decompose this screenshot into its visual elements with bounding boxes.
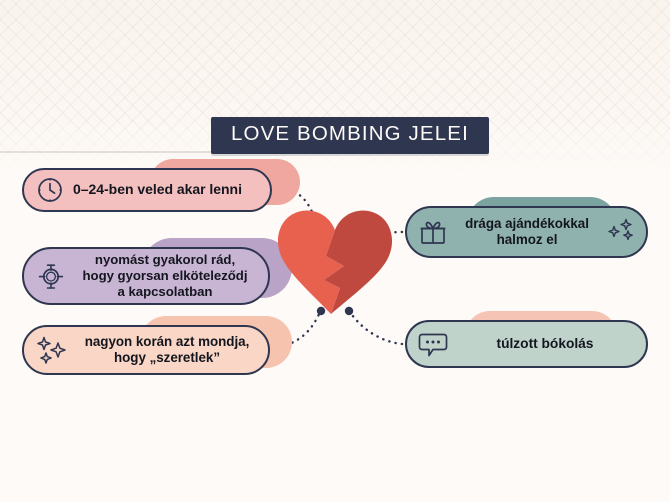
sparkles-icon [608, 218, 633, 241]
connector-dot-5 [344, 306, 354, 316]
sign-card-excessive-compliments[interactable]: túlzott bókolás [405, 311, 648, 368]
page-title: LOVE BOMBING JELEI [231, 122, 469, 145]
connector-excessive-compliments [348, 310, 404, 346]
page-title-banner: LOVE BOMBING JELEI [211, 117, 489, 154]
gift-icon [420, 221, 446, 244]
speech-bubble-icon [418, 333, 448, 357]
title-rule [0, 151, 240, 153]
sign-card-pressure-to-commit[interactable]: nyomást gyakorol rád, hogy gyorsan elköt… [22, 238, 292, 305]
connector-dot-3 [316, 306, 326, 316]
heart-left-half [277, 210, 344, 314]
sign-card-always-available[interactable]: 0–24-ben veled akar lenni [22, 159, 300, 212]
sign-card-expensive-gifts[interactable]: drága ajándékokkal halmoz el [405, 197, 648, 258]
ring-pressure-icon [38, 264, 64, 289]
heart-right-half [324, 210, 393, 314]
sign-label: túlzott bókolás [496, 335, 594, 351]
sign-card-early-i-love-you[interactable]: nagyon korán azt mondja, hogy „szeretlek… [22, 316, 292, 375]
broken-heart-icon [277, 210, 393, 314]
sign-label: 0–24-ben veled akar lenni [73, 181, 242, 198]
sign-label: drága ajándékokkal halmoz el [465, 215, 589, 247]
clock-icon [38, 178, 62, 202]
sign-label: nyomást gyakorol rád, hogy gyorsan elköt… [82, 251, 248, 300]
sign-label: nagyon korán azt mondja, hogy „szeretlek… [84, 333, 250, 365]
sparkles-icon [37, 336, 66, 364]
